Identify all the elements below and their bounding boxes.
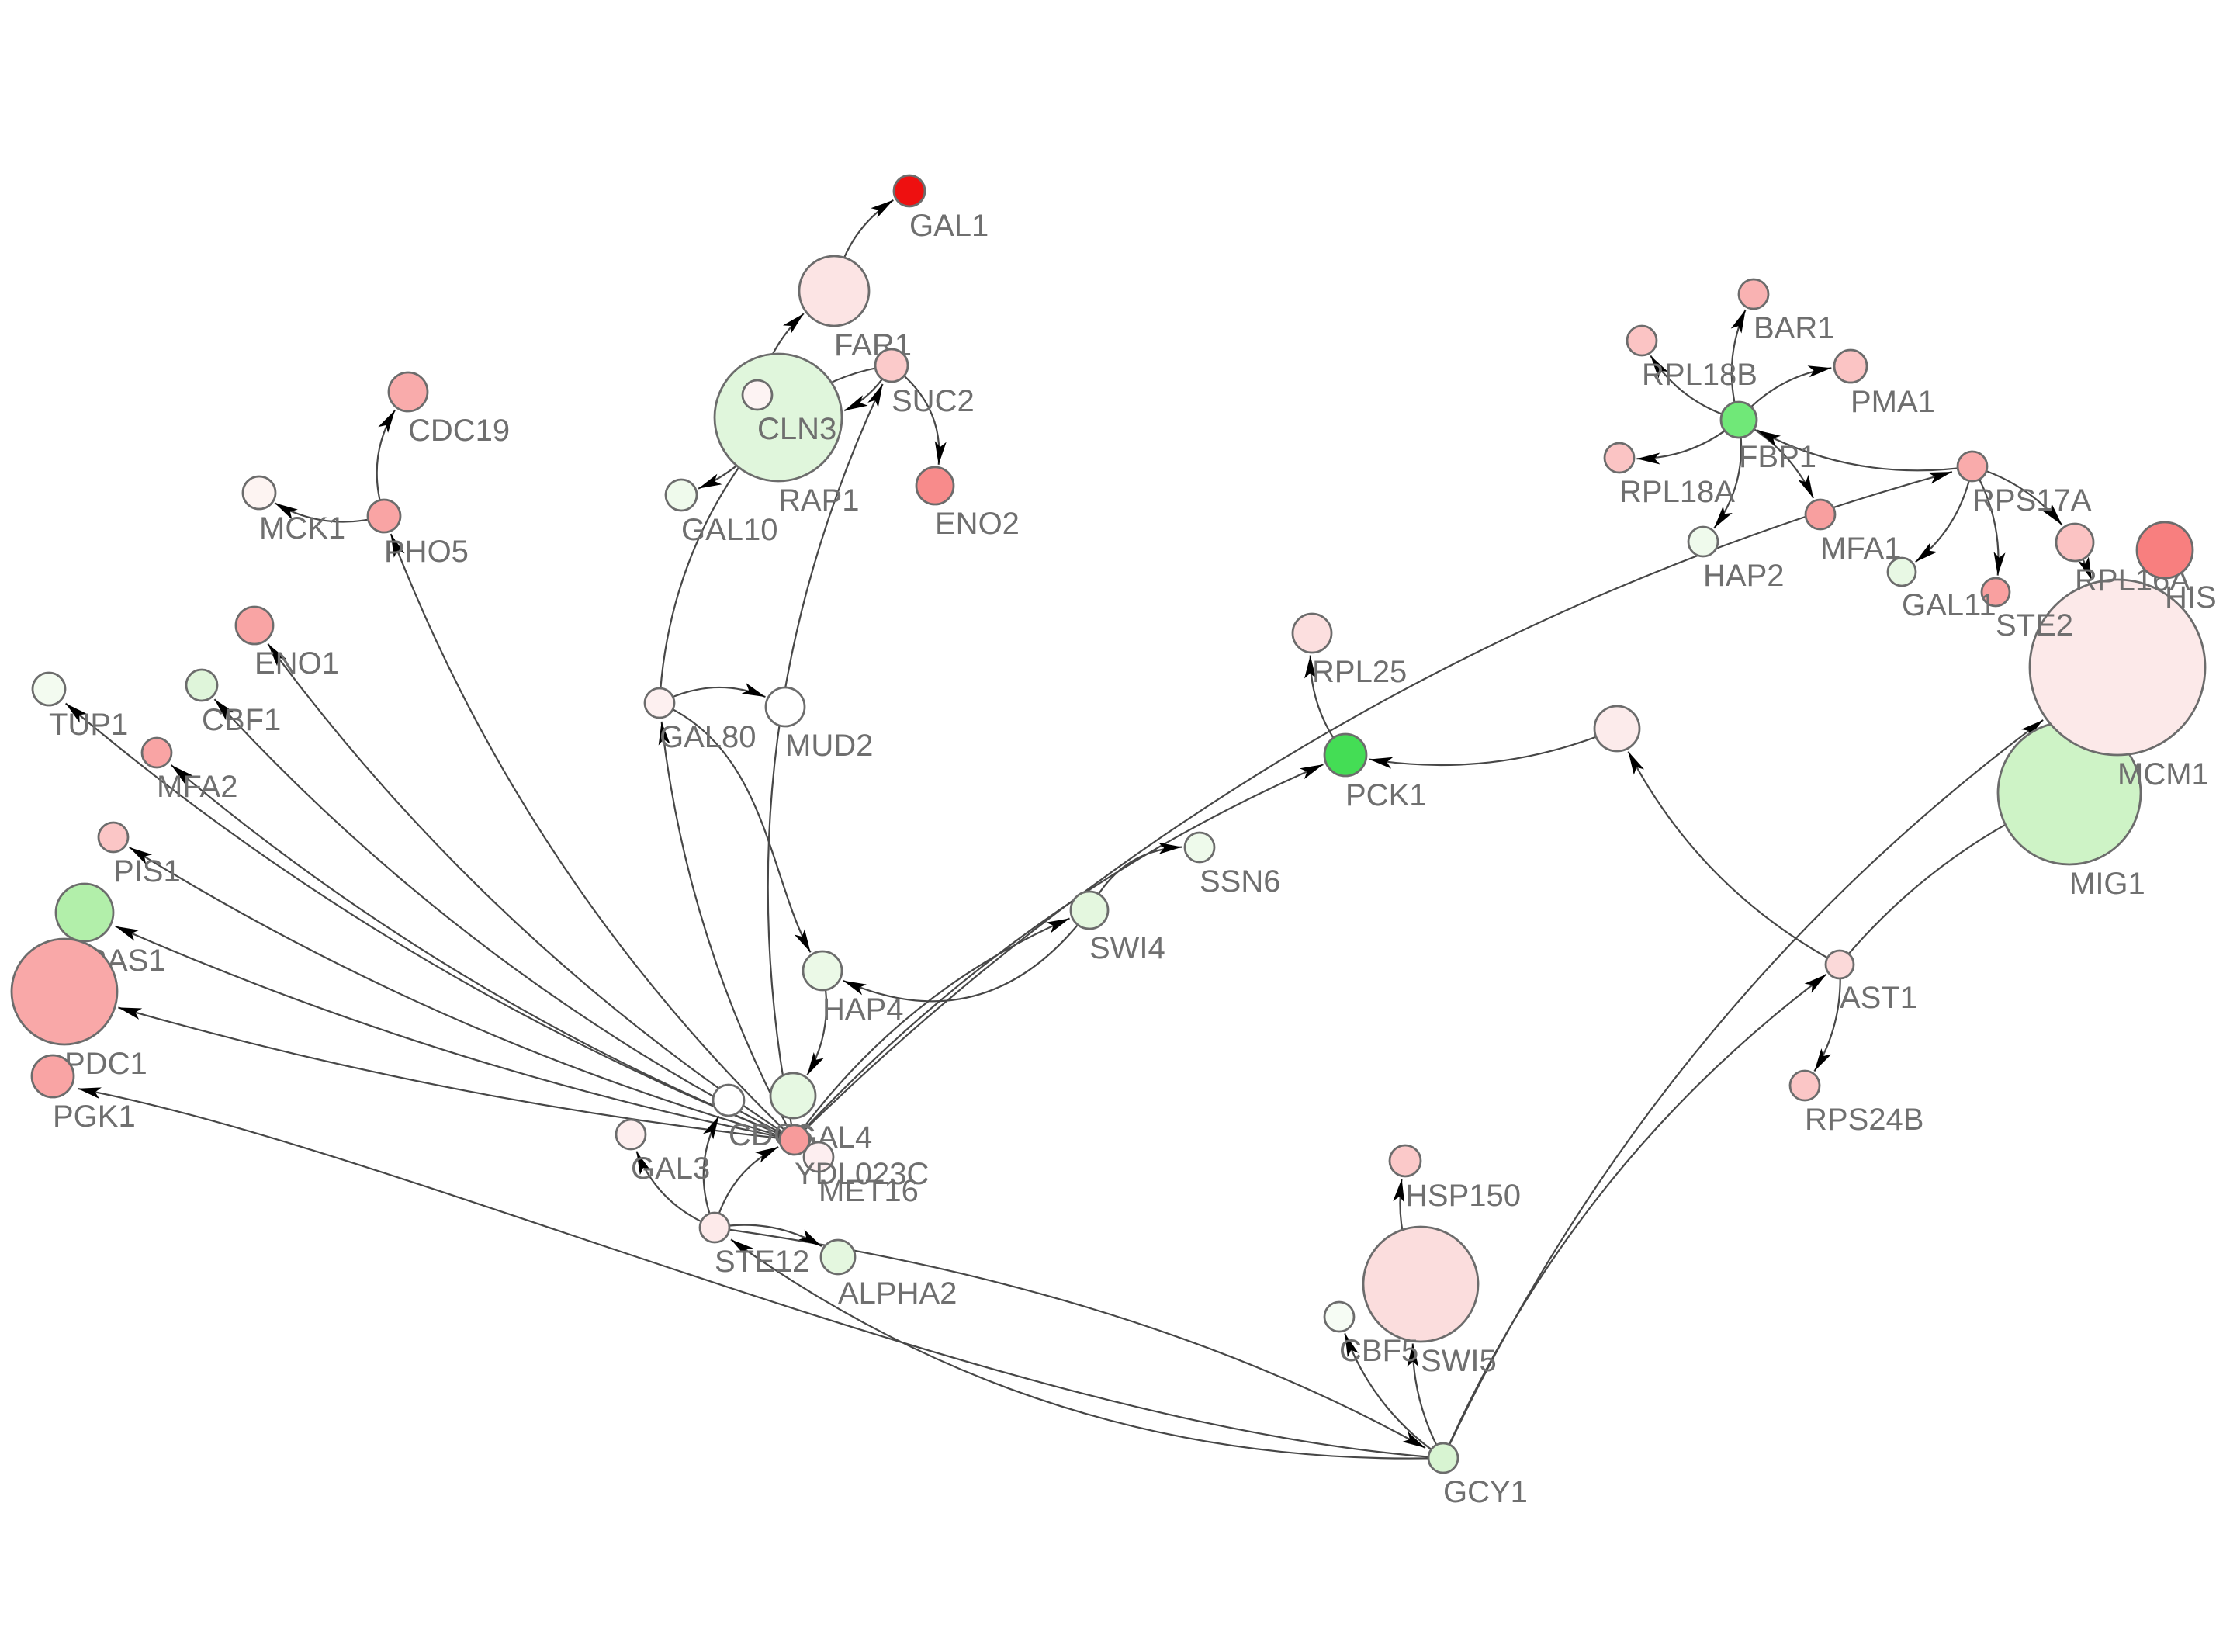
svg-text:PMA1: PMA1	[1851, 385, 1935, 419]
svg-text:RAP1: RAP1	[778, 483, 860, 518]
svg-text:PGK1: PGK1	[53, 1100, 136, 1134]
svg-text:SUC2: SUC2	[892, 384, 975, 418]
svg-text:TUP1: TUP1	[49, 708, 128, 742]
svg-text:SSN6: SSN6	[1200, 864, 1281, 899]
svg-text:PCK1: PCK1	[1345, 778, 1427, 812]
svg-text:RPS17A: RPS17A	[1972, 483, 2092, 518]
svg-text:MCK1: MCK1	[259, 511, 345, 545]
svg-text:GAL10: GAL10	[681, 513, 778, 547]
svg-text:ENO1: ENO1	[254, 646, 339, 681]
svg-text:HIS4: HIS4	[2165, 580, 2216, 615]
svg-text:MFA2: MFA2	[157, 770, 237, 804]
svg-text:GCY1: GCY1	[1443, 1475, 1528, 1509]
svg-text:CDC19: CDC19	[408, 414, 510, 448]
svg-text:MCM1: MCM1	[2117, 757, 2209, 791]
svg-text:GAL80: GAL80	[660, 720, 757, 754]
svg-text:HAP4: HAP4	[822, 992, 904, 1027]
svg-text:CLN3: CLN3	[757, 412, 836, 446]
svg-text:SWI5: SWI5	[1421, 1344, 1497, 1378]
svg-text:MUD2: MUD2	[785, 729, 873, 763]
svg-text:HSP150: HSP150	[1405, 1179, 1521, 1213]
svg-text:STE2: STE2	[1996, 608, 2073, 642]
svg-text:BAR1: BAR1	[1754, 311, 1835, 345]
svg-text:GAL1: GAL1	[909, 209, 989, 243]
svg-text:HAP2: HAP2	[1703, 559, 1785, 593]
svg-text:RPL18B: RPL18B	[1642, 358, 1757, 392]
svg-text:RPS24B: RPS24B	[1805, 1103, 1923, 1137]
svg-text:ENO2: ENO2	[935, 507, 1020, 541]
svg-text:MET16: MET16	[819, 1174, 919, 1208]
svg-text:PDC1: PDC1	[64, 1047, 147, 1081]
svg-text:GAL11: GAL11	[1902, 588, 1996, 622]
svg-text:RPL25: RPL25	[1312, 655, 1407, 689]
svg-text:FBP1: FBP1	[1739, 440, 1816, 474]
svg-text:MFA1: MFA1	[1820, 532, 1901, 566]
svg-text:PIS1: PIS1	[113, 854, 181, 888]
svg-text:SWI4: SWI4	[1089, 931, 1165, 965]
svg-text:AST1: AST1	[1840, 981, 1917, 1015]
svg-text:RPL18A: RPL18A	[1619, 475, 1735, 509]
svg-text:MIG1: MIG1	[2069, 867, 2145, 901]
svg-text:CBF1: CBF1	[202, 703, 281, 737]
svg-text:PHO5: PHO5	[384, 535, 469, 569]
svg-text:STE12: STE12	[715, 1245, 809, 1279]
svg-text:YDL023C: YDL023C	[795, 1157, 929, 1191]
svg-text:CBF5: CBF5	[1339, 1334, 1418, 1368]
svg-text:GAL3: GAL3	[631, 1152, 710, 1186]
svg-text:ALPHA2: ALPHA2	[838, 1276, 957, 1311]
